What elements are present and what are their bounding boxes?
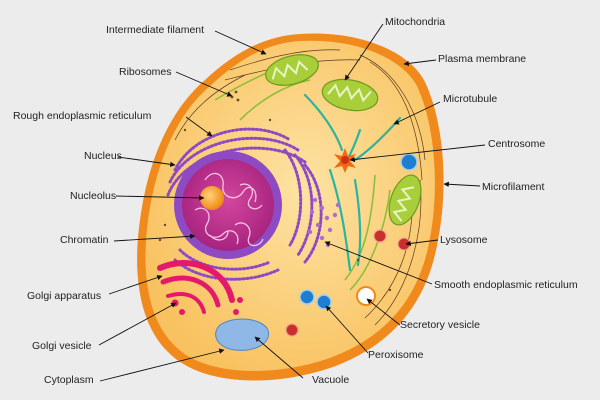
mitochondrion-1 [265,54,319,86]
leader-intermediate-filament [214,30,267,55]
label-golgi-vesicle: Golgi vesicle [32,340,92,352]
leader-lysosome [405,239,439,247]
vacuole [215,318,269,351]
label-nucleolus: Nucleolus [70,190,117,202]
label-nucleus: Nucleus [84,150,122,162]
peroxisomes [299,153,418,310]
label-mitochondria: Mitochondria [385,16,446,28]
smooth-er [307,197,341,248]
label-intermediate-filament: Intermediate filament [106,24,205,36]
label-vacuole: Vacuole [312,374,350,386]
label-microfilament: Microfilament [482,181,545,193]
leader-microtubule [393,101,441,125]
leader-chromatin [113,233,196,242]
leader-rough-er [185,116,213,137]
label-smooth-er: Smooth endoplasmic reticulum [434,279,578,291]
leader-secretory-vesicle [366,298,401,326]
label-ribosomes: Ribosomes [119,66,172,78]
mitochondrion-2 [321,78,379,112]
label-golgi-apparatus: Golgi apparatus [27,290,102,302]
leader-plasma-membrane [403,59,437,67]
leader-vacuole [254,336,304,379]
label-peroxisome: Peroxisome [368,349,424,361]
ribosomes [158,90,392,292]
label-cytoplasm: Cytoplasm [44,374,94,386]
label-plasma-membrane: Plasma membrane [438,53,527,65]
label-chromatin: Chromatin [60,234,109,246]
leader-microfilament [443,181,481,187]
leader-centrosome [349,144,486,163]
leader-golgi-vesicle [98,302,177,346]
leader-mitochondria [344,23,384,81]
nucleolus [200,186,224,210]
leader-nucleolus [115,195,205,201]
label-microtubule: Microtubule [443,93,498,105]
leader-smooth-er [324,241,433,285]
leader-golgi-apparatus [108,275,163,295]
label-rough-er: Rough endoplasmic reticulum [13,110,152,122]
golgi-apparatus [157,260,235,314]
leader-nucleus [117,156,176,167]
label-secretory-vesicle: Secretory vesicle [400,319,480,331]
leader-ribosomes [175,71,233,97]
centrosome [334,148,356,173]
nucleus [174,151,282,259]
leader-peroxisome [325,305,369,354]
leader-cytoplasm [99,348,225,382]
chromatin [194,172,264,247]
secretory-vesicle [356,286,376,306]
label-centrosome: Centrosome [488,138,546,150]
label-lysosome: Lysosome [440,234,488,246]
mitochondrion-3 [388,174,422,226]
